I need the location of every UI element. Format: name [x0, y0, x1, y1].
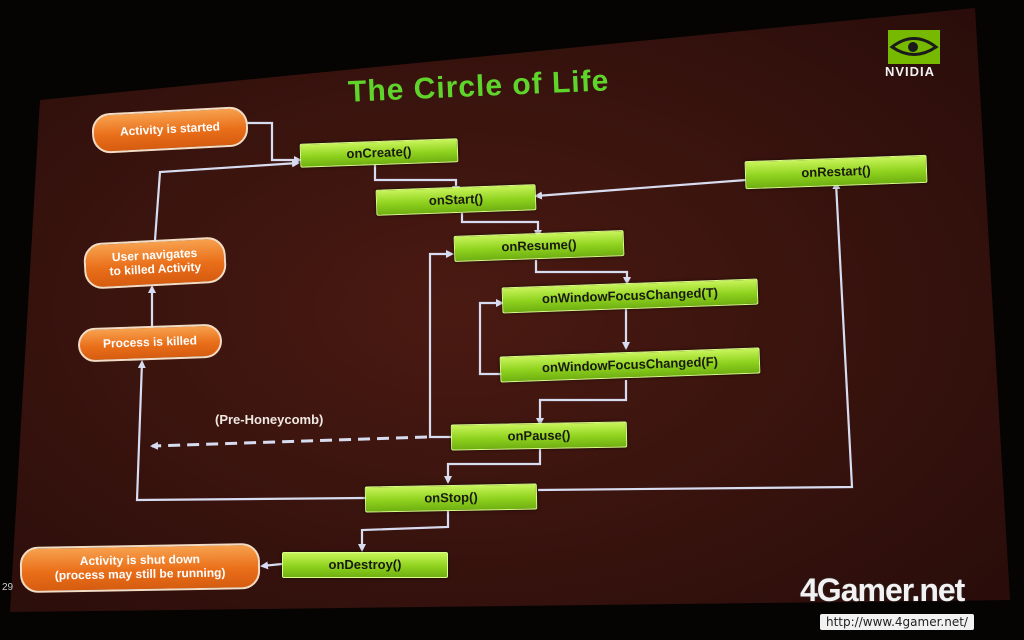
arrow-onstop-to-process-killed: [135, 360, 366, 502]
watermark-logo: 4Gamer.net: [800, 572, 965, 608]
page-number: 29: [2, 582, 14, 593]
arrow-onresume-to-focus-t: [534, 260, 631, 285]
state-activity-started: Activity is started: [91, 105, 249, 155]
arrow-focus-f-to-onpause: [536, 380, 628, 426]
arrow-navigates-to-oncreate: [153, 159, 300, 241]
arrow-ondestroy-to-shutdown: [260, 561, 283, 570]
state-user-navigates: User navigates to killed Activity: [82, 236, 228, 290]
arrow-started-to-oncreate: [247, 121, 302, 164]
arrow-onrestart-to-onstart: [534, 178, 747, 200]
state-process-killed: Process is killed: [77, 323, 223, 363]
arrow-onstop-to-onrestart: [537, 181, 854, 492]
arrow-onstart-to-onresume: [460, 213, 542, 238]
nvidia-wordmark: NVIDIA: [885, 64, 936, 79]
node-onpause: onPause(): [450, 421, 628, 451]
node-onstop: onStop(): [364, 483, 538, 513]
state-activity-shut-down: Activity is shut down (process may still…: [19, 542, 261, 594]
pre-honeycomb-note: (Pre-Honeycomb): [215, 412, 324, 427]
arrow-onpause-to-onresume: [428, 250, 454, 439]
watermark-url: http://www.4gamer.net/: [820, 614, 974, 630]
arrow-focus-f-to-focus-t: [478, 299, 504, 376]
node-ondestroy: onDestroy(): [282, 552, 448, 578]
arrow-onstop-to-ondestroy: [358, 510, 450, 552]
connectors: [135, 121, 854, 570]
arrow-onpause-to-onstop: [444, 448, 542, 484]
arrow-onpause-pre-honeycomb-dashed: [150, 435, 428, 450]
nvidia-logo-icon: [888, 30, 940, 64]
